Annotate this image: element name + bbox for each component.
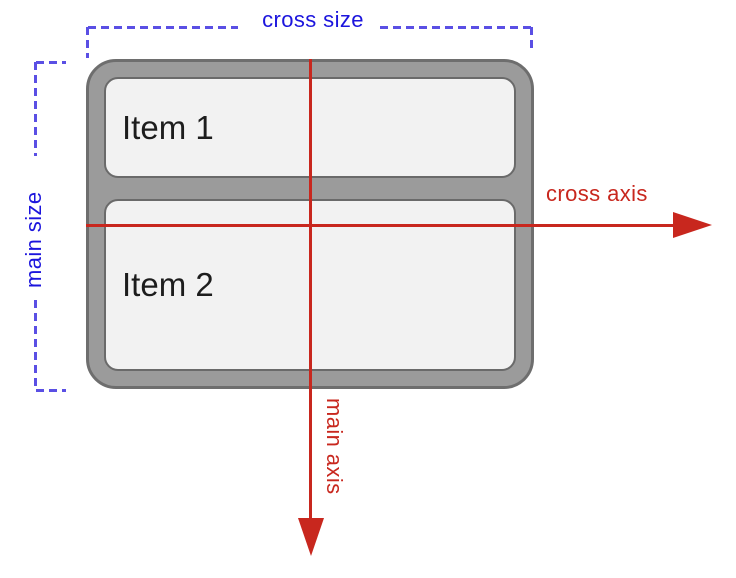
- main-size-label: main size: [21, 191, 46, 288]
- main-size-bracket-lower-segment: [34, 300, 37, 390]
- cross-size-bracket-left-segment: [88, 26, 238, 29]
- cross-size-bracket-left-tick: [86, 27, 89, 58]
- cross-size-label: cross size: [262, 7, 364, 32]
- flex-item-1-label: Item 1: [122, 108, 214, 146]
- main-size-bracket-bottom-tick: [36, 389, 66, 392]
- cross-size-bracket-right-tick: [530, 27, 533, 49]
- main-axis-label: main axis: [322, 398, 347, 495]
- cross-size-bracket-right-segment: [380, 26, 532, 29]
- flex-item-2-label: Item 2: [122, 266, 214, 303]
- cross-axis-arrowhead-icon: [673, 212, 712, 238]
- main-size-bracket-top-tick: [36, 61, 66, 64]
- main-size-bracket-upper-segment: [34, 62, 37, 156]
- main-axis-line: [309, 59, 312, 518]
- cross-axis-label: cross axis: [546, 181, 648, 206]
- cross-axis-line: [86, 224, 674, 227]
- main-axis-arrowhead-icon: [298, 518, 324, 556]
